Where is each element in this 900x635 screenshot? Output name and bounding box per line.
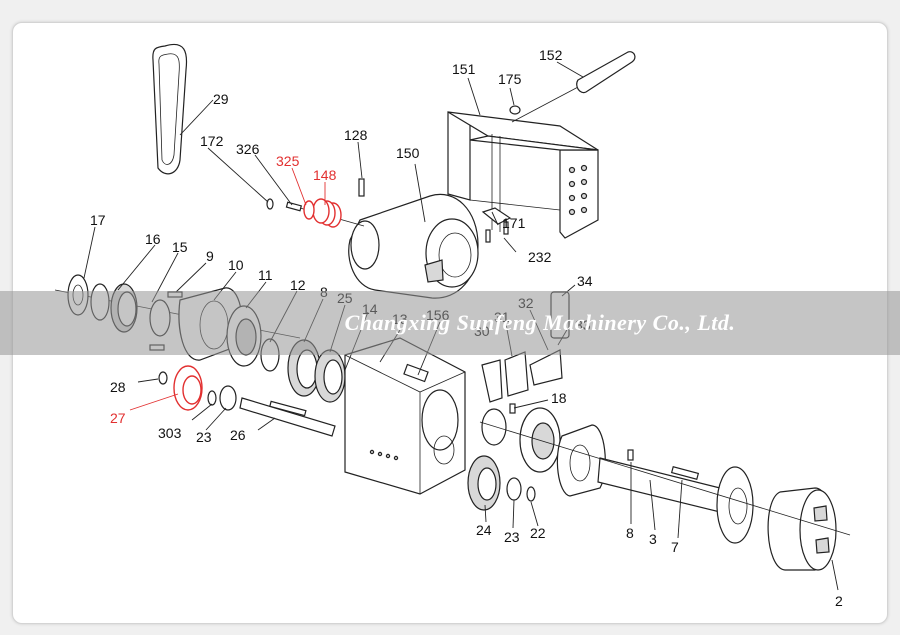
key-part-14 bbox=[269, 400, 307, 417]
chuck-part-2 bbox=[767, 487, 837, 571]
bearing-part-23b bbox=[506, 477, 522, 501]
label-9: 9 bbox=[206, 248, 214, 264]
label-23b: 23 bbox=[504, 529, 520, 545]
label-29: 29 bbox=[213, 91, 229, 107]
label-128: 128 bbox=[344, 127, 368, 143]
washer-part-28 bbox=[158, 371, 168, 385]
screw-part-175 bbox=[509, 105, 521, 115]
label-17: 17 bbox=[90, 212, 106, 228]
label-18: 18 bbox=[551, 390, 567, 406]
label-12: 12 bbox=[290, 277, 306, 293]
label-24: 24 bbox=[476, 522, 492, 538]
label-23a: 23 bbox=[196, 429, 212, 445]
key-part-8b bbox=[627, 449, 634, 461]
handle-part-152 bbox=[511, 51, 636, 123]
label-11: 11 bbox=[258, 267, 273, 283]
label-34: 34 bbox=[577, 273, 593, 289]
watermark-banner bbox=[0, 291, 900, 355]
screw-part-326 bbox=[266, 198, 303, 212]
pin-part-18 bbox=[509, 403, 516, 414]
gear-part-27 bbox=[173, 365, 203, 411]
label-10: 10 bbox=[228, 257, 244, 273]
watermark-text: Changxing Sunfeng Machinery Co., Ltd. bbox=[344, 310, 736, 335]
lever-part-32 bbox=[529, 349, 563, 386]
gear-part-25 bbox=[314, 349, 346, 403]
label-172: 172 bbox=[200, 133, 224, 149]
spindle-part-3 bbox=[597, 457, 721, 513]
key-part-7 bbox=[670, 466, 700, 480]
bearing-part-right bbox=[481, 407, 561, 473]
flange-part-right bbox=[556, 424, 606, 497]
label-232: 232 bbox=[528, 249, 552, 265]
motor-part-150 bbox=[299, 193, 479, 299]
label-7: 7 bbox=[671, 539, 679, 555]
label-16: 16 bbox=[145, 231, 161, 247]
label-151: 151 bbox=[452, 61, 476, 77]
washer-part-303 bbox=[207, 390, 217, 406]
bracket-part-171 bbox=[481, 207, 512, 225]
headstock-part-13 bbox=[344, 337, 466, 495]
label-15: 15 bbox=[172, 239, 188, 255]
block-part-31 bbox=[504, 351, 529, 397]
shaft-part-26 bbox=[239, 397, 336, 437]
label-148: 148 bbox=[313, 167, 337, 183]
label-22: 22 bbox=[530, 525, 546, 541]
clip-part-22 bbox=[526, 486, 536, 502]
label-2: 2 bbox=[835, 593, 843, 609]
label-27: 27 bbox=[110, 410, 126, 426]
guard-part-151 bbox=[447, 111, 599, 239]
label-26: 26 bbox=[230, 427, 246, 443]
flange-part-chuck bbox=[716, 466, 754, 544]
label-326: 326 bbox=[236, 141, 260, 157]
pulley-part-148 bbox=[312, 198, 342, 228]
label-175: 175 bbox=[498, 71, 522, 87]
washer-part-325 bbox=[303, 200, 315, 220]
screw-part-232 bbox=[485, 221, 509, 243]
label-8b: 8 bbox=[626, 525, 634, 541]
label-171: 171 bbox=[502, 215, 526, 231]
bearing-part-23a bbox=[219, 385, 237, 411]
fork-part-30 bbox=[481, 359, 503, 403]
label-152: 152 bbox=[539, 47, 563, 63]
belt-part-29 bbox=[152, 43, 188, 175]
gear-part-24 bbox=[467, 455, 501, 511]
label-3: 3 bbox=[649, 531, 657, 547]
label-28: 28 bbox=[110, 379, 126, 395]
key-part-128 bbox=[358, 178, 365, 197]
label-325: 325 bbox=[276, 153, 300, 169]
label-150: 150 bbox=[396, 145, 420, 161]
label-303: 303 bbox=[158, 425, 182, 441]
